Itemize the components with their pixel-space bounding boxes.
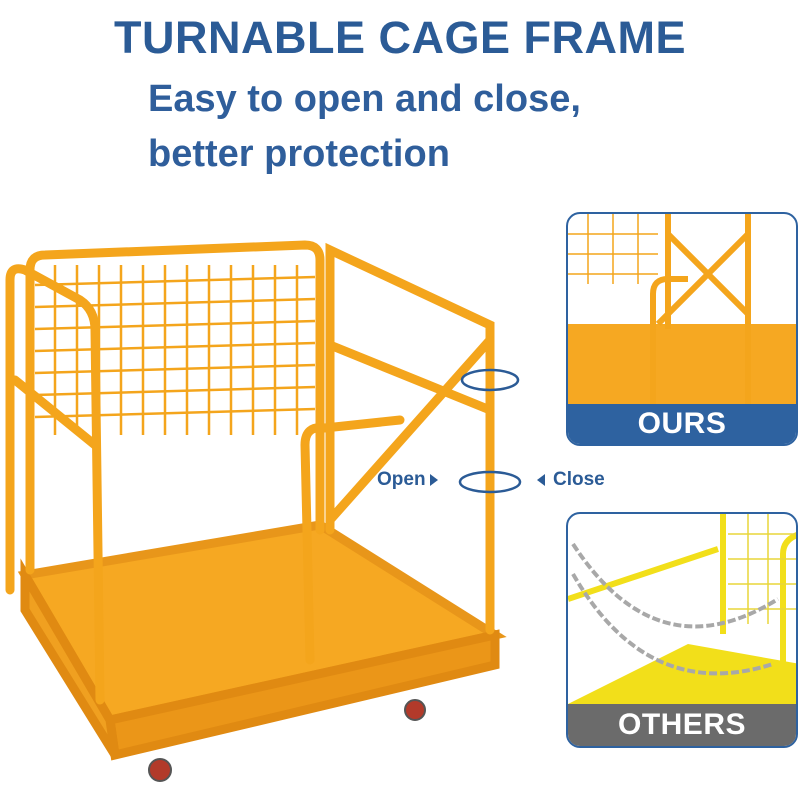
mesh-wire [34, 341, 316, 353]
ours-panel: OURS [566, 212, 798, 446]
open-label: Open [377, 469, 426, 490]
close-arrow-icon [537, 474, 545, 486]
rotation-arrow-icon [460, 368, 520, 392]
others-panel: OTHERS [566, 512, 798, 748]
ours-label: OURS [568, 404, 796, 444]
subtitle-line-2: better protection [148, 133, 450, 175]
ours-cage-detail [568, 214, 796, 414]
rotation-arrow-icon [458, 470, 522, 494]
others-label: OTHERS [568, 704, 796, 746]
caster-wheel [404, 699, 426, 721]
subtitle-line-1: Easy to open and close, [148, 78, 581, 120]
mesh-wire [34, 363, 316, 375]
mesh-wire [34, 319, 316, 331]
safety-chain [571, 542, 780, 676]
mesh-wire [34, 275, 316, 287]
mesh-wire [34, 297, 316, 309]
close-label: Close [553, 469, 605, 490]
headline: TURNABLE CAGE FRAME [114, 12, 686, 63]
mesh-wire [34, 385, 316, 397]
caster-wheel [148, 758, 172, 782]
others-cage-detail [568, 514, 796, 714]
mesh-wire [34, 407, 316, 419]
open-arrow-icon [430, 474, 438, 486]
